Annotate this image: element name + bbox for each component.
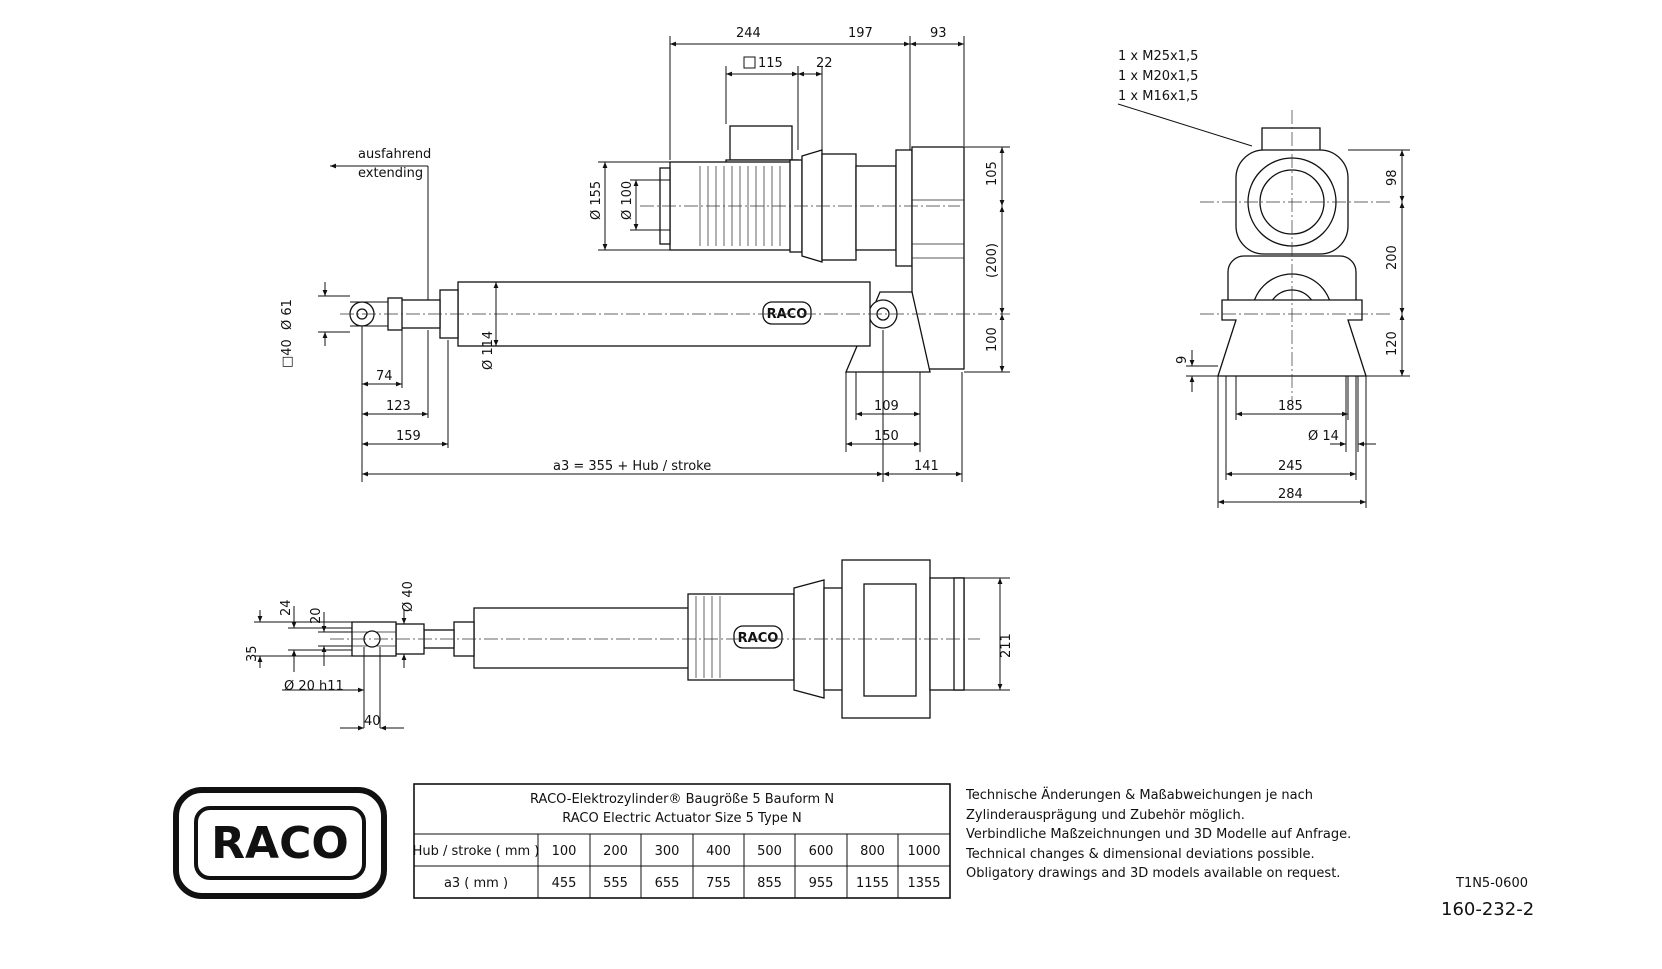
dim-93: 93 — [930, 26, 947, 41]
dim-dia114: Ø 114 — [481, 331, 496, 370]
notes-block: Technische Änderungen & Maßabweichungen … — [966, 786, 1386, 884]
a3-cell: 1355 — [907, 876, 940, 891]
side-view: 1 x M25x1,5 1 x M20x1,5 1 x M16x1,5 — [1117, 49, 1410, 508]
dim-245: 245 — [1278, 459, 1303, 474]
dir-de: ausfahrend — [358, 147, 431, 162]
a3-cell: 655 — [655, 876, 680, 891]
dim-22: 22 — [816, 56, 833, 71]
dim-35: 35 — [245, 645, 260, 662]
badge-top: RACO — [738, 631, 779, 646]
table-title-de: RACO-Elektrozylinder® Baugröße 5 Bauform… — [530, 792, 834, 807]
thread-2: 1 x M20x1,5 — [1118, 69, 1198, 84]
dim-a3: a3 = 355 + Hub / stroke — [553, 459, 711, 474]
logo-text: RACO — [211, 818, 349, 869]
dim-120: 120 — [1385, 331, 1400, 356]
stroke-cell: 300 — [655, 844, 680, 859]
top-cylinder — [473, 607, 703, 669]
a3-cell: 955 — [809, 876, 834, 891]
badge-front: RACO — [767, 307, 808, 322]
dir-en: extending — [358, 166, 423, 181]
stroke-cell: 100 — [552, 844, 577, 859]
stroke-cell: 800 — [860, 844, 885, 859]
raco-logo: RACO — [173, 787, 387, 899]
dim-74: 74 — [376, 369, 393, 384]
dim-109: 109 — [874, 399, 899, 414]
dim-123: 123 — [386, 399, 411, 414]
doc-number: 160-232-2 — [1441, 899, 1535, 920]
row-label-stroke: Hub / stroke ( mm ) — [413, 844, 540, 859]
a3-cell: 555 — [603, 876, 628, 891]
dim-dia61: Ø 61 — [280, 299, 295, 330]
dim-211: 211 — [999, 633, 1014, 658]
thread-3: 1 x M16x1,5 — [1118, 89, 1198, 104]
dim-24: 24 — [279, 599, 294, 616]
gearbox — [821, 153, 857, 261]
dim-9: 9 — [1175, 356, 1190, 364]
table-title-en: RACO Electric Actuator Size 5 Type N — [562, 811, 802, 826]
note-line: Zylinderausprägung und Zubehör möglich. — [966, 807, 1245, 823]
note-line: Obligatory drawings and 3D models availa… — [966, 866, 1341, 881]
stroke-cell: 1000 — [907, 844, 940, 859]
dim-dia155: Ø 155 — [589, 181, 604, 220]
stroke-cell: 200 — [603, 844, 628, 859]
dim-dia14: Ø 14 — [1308, 429, 1339, 444]
thread-1: 1 x M25x1,5 — [1118, 49, 1198, 64]
dim-105: 105 — [985, 161, 1000, 186]
dim-sq115: 115 — [758, 56, 783, 71]
dim-200p: (200) — [985, 243, 1000, 278]
terminal-box — [729, 125, 793, 161]
note-line: Technical changes & dimensional deviatio… — [966, 846, 1315, 862]
dim-dia100: Ø 100 — [620, 181, 635, 220]
dim-284: 284 — [1278, 487, 1303, 502]
dim-100: 100 — [985, 327, 1000, 352]
row-label-a3: a3 ( mm ) — [444, 876, 508, 891]
dim-244: 244 — [736, 26, 761, 41]
stroke-cell: 600 — [809, 844, 834, 859]
a3-cell: 855 — [757, 876, 782, 891]
top-view: RACO 211 35 24 20 — [245, 559, 1014, 731]
dim-141: 141 — [914, 459, 939, 474]
dim-185: 185 — [1278, 399, 1303, 414]
dim-150: 150 — [874, 429, 899, 444]
front-view: RACO ausfahrend extending 244 197 93 115… — [280, 26, 1010, 482]
side-terminal-box — [1261, 127, 1321, 153]
a3-cell: 455 — [552, 876, 577, 891]
dim-197: 197 — [848, 26, 873, 41]
a3-cell: 1155 — [856, 876, 889, 891]
dim-dia40: Ø 40 — [401, 581, 416, 612]
doc-code: T1N5-0600 — [1456, 876, 1528, 891]
dim-dia20h11: Ø 20 h11 — [284, 679, 344, 694]
note-line: Verbindliche Maßzeichnungen und 3D Model… — [966, 827, 1352, 842]
dim-20: 20 — [309, 607, 324, 624]
dim-40: 40 — [364, 714, 381, 729]
dim-sq40: □40 — [280, 339, 295, 368]
dim-98: 98 — [1385, 169, 1400, 186]
stroke-cell: 500 — [757, 844, 782, 859]
stroke-table: RACO-Elektrozylinder® Baugröße 5 Bauform… — [413, 783, 951, 899]
note-line: Technische Änderungen & Maßabweichungen … — [966, 788, 1314, 803]
dim-159: 159 — [396, 429, 421, 444]
a3-cell: 755 — [706, 876, 731, 891]
dim-200: 200 — [1385, 245, 1400, 270]
stroke-cell: 400 — [706, 844, 731, 859]
